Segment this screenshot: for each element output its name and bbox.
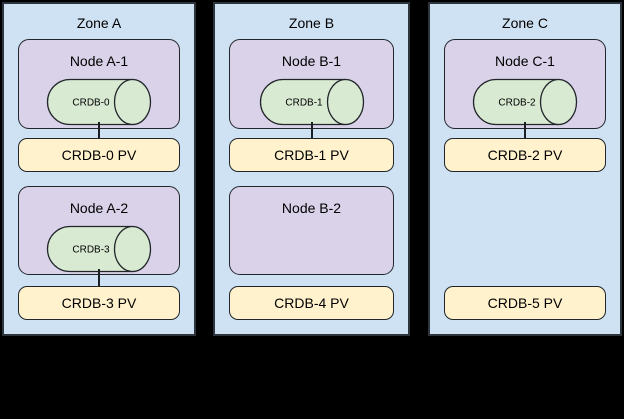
zone-c: Zone C Node C-1 CRDB-2 CRDB-2 PV CRDB-5 … <box>428 2 622 336</box>
crdb-1-pv: CRDB-1 PV <box>229 138 394 172</box>
zone-b-title: Zone B <box>288 15 335 31</box>
crdb-1-pv-label: CRDB-1 PV <box>274 147 349 163</box>
crdb-3-pv-connector <box>98 269 100 287</box>
node-a-2: Node A-2 CRDB-3 <box>18 186 180 275</box>
zone-b: Zone B Node B-1 CRDB-1 CRDB-1 PV Node B-… <box>213 2 410 336</box>
node-a-1-label: Node A-1 <box>69 53 129 69</box>
crdb-0-pod-label: CRDB-0 <box>72 98 110 109</box>
crdb-0-pv: CRDB-0 PV <box>18 138 180 172</box>
zone-a-title: Zone A <box>76 15 122 31</box>
zone-a: Zone A Node A-1 CRDB-0 CRDB-0 PV Node A-… <box>2 2 196 336</box>
crdb-2-pod-label: CRDB-2 <box>498 98 536 109</box>
node-a-1: Node A-1 CRDB-0 <box>18 39 180 129</box>
node-b-2-label: Node B-2 <box>281 200 342 216</box>
zone-c-title: Zone C <box>502 15 548 31</box>
node-c-1: Node C-1 CRDB-2 <box>444 39 606 129</box>
crdb-3-pod-cylinder: CRDB-3 <box>46 225 152 273</box>
crdb-2-pv-label: CRDB-2 PV <box>487 147 563 163</box>
node-b-2: Node B-2 <box>229 186 394 275</box>
node-b-1-label: Node B-1 <box>281 53 342 69</box>
crdb-4-pv: CRDB-4 PV <box>229 286 394 320</box>
crdb-2-pv: CRDB-2 PV <box>444 138 606 172</box>
node-b-1: Node B-1 CRDB-1 <box>229 39 394 129</box>
crdb-5-pv-label: CRDB-5 PV <box>487 295 563 311</box>
crdb-3-pv: CRDB-3 PV <box>18 286 180 320</box>
crdb-0-pv-label: CRDB-0 PV <box>61 147 137 163</box>
crdb-3-pod-label: CRDB-3 <box>72 245 110 256</box>
node-c-1-label: Node C-1 <box>495 53 555 69</box>
crdb-1-pod-label: CRDB-1 <box>285 98 323 109</box>
crdb-3-pv-label: CRDB-3 PV <box>61 295 137 311</box>
crdb-1-pod-cylinder: CRDB-1 <box>259 78 364 126</box>
crdb-2-pod-cylinder: CRDB-2 <box>472 78 578 126</box>
crdb-2-pv-connector <box>524 122 526 139</box>
crdb-0-pod-cylinder: CRDB-0 <box>46 78 152 126</box>
crdb-5-pv: CRDB-5 PV <box>444 286 606 320</box>
crdb-1-pv-connector <box>310 122 313 139</box>
node-a-2-label: Node A-2 <box>69 200 129 216</box>
crdb-4-pv-label: CRDB-4 PV <box>274 295 349 311</box>
crdb-0-pv-connector <box>98 122 100 139</box>
